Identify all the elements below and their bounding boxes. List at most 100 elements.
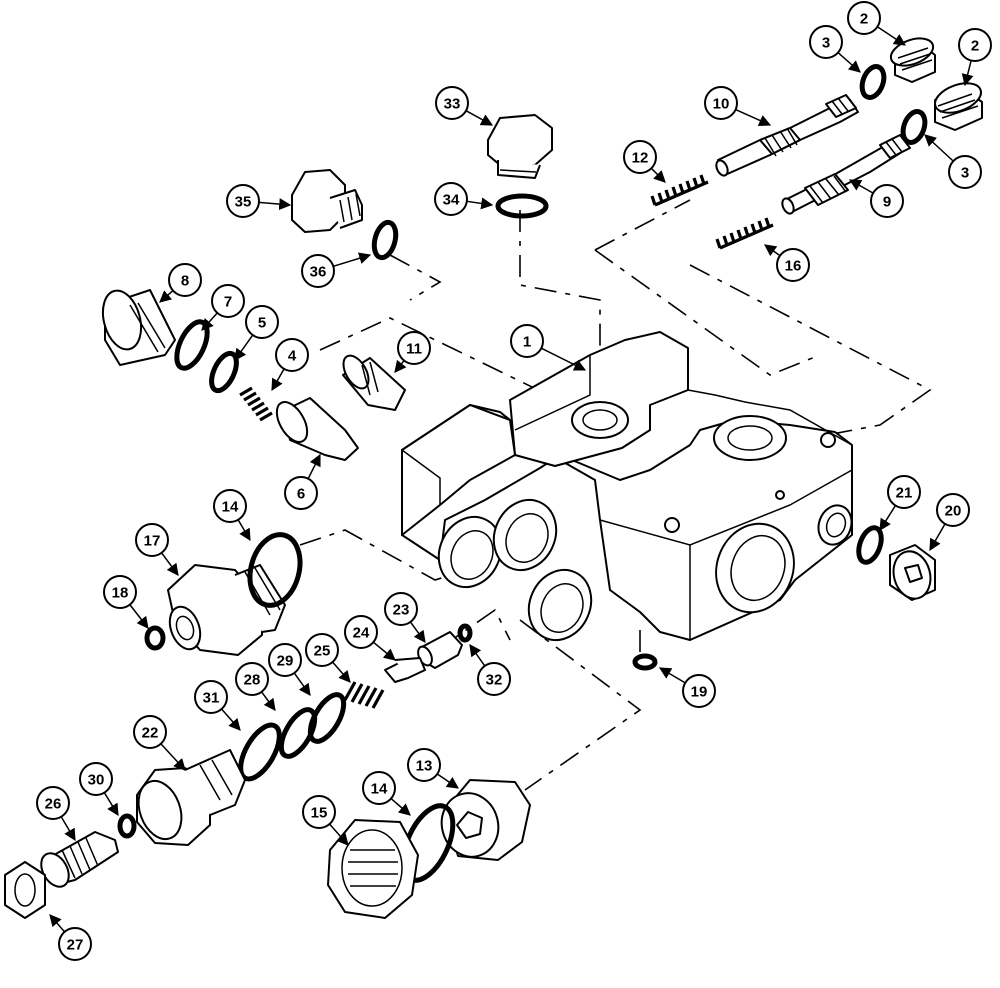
callout-leader-17	[160, 552, 179, 576]
callout-label-10: 10	[713, 96, 730, 113]
callout-leader-21	[879, 505, 897, 532]
callout-label-35: 35	[235, 194, 252, 211]
o-ring-34	[495, 193, 549, 219]
callout-label-20: 20	[945, 503, 962, 520]
screw-26	[40, 831, 119, 888]
callout-circle-33	[435, 86, 469, 120]
callout-leader-8	[159, 290, 174, 303]
guide-lines	[299, 199, 932, 791]
callout-label-18: 18	[112, 585, 129, 602]
callout-circle-30	[79, 762, 113, 796]
callout-label-25: 25	[314, 643, 331, 660]
callout-circle-4	[275, 338, 309, 372]
callout-label-12: 12	[632, 150, 649, 167]
callout-label-27: 27	[67, 937, 84, 954]
plug-2-upper	[889, 37, 936, 83]
callout-label-28: 28	[244, 672, 261, 689]
callout-circle-35	[226, 184, 260, 218]
pin-24	[384, 657, 426, 683]
callout-circle-14	[213, 489, 247, 523]
callout-leader-23	[409, 621, 426, 643]
callout-label-34: 34	[443, 192, 460, 209]
callout-circle-13	[407, 748, 441, 782]
callout-label-9: 9	[883, 194, 891, 211]
callout-label-16: 16	[785, 258, 802, 275]
callout-leader-28	[260, 691, 276, 711]
o-ring-18	[144, 625, 166, 651]
spring-12	[650, 174, 709, 207]
callout-leader-34	[466, 197, 494, 210]
callout-label-17: 17	[144, 533, 161, 550]
callout-label-15: 15	[311, 805, 328, 822]
callout-leader-31	[220, 708, 241, 731]
callout-leader-27	[49, 914, 66, 933]
callout-label-4: 4	[288, 348, 297, 365]
callout-label-31: 31	[203, 690, 220, 707]
o-ring-30	[117, 813, 137, 839]
callout-leader-35	[258, 198, 292, 211]
o-ring-36	[371, 219, 399, 261]
callout-circle-28	[235, 662, 269, 696]
callout-circle-8	[168, 263, 202, 297]
callout-label-2: 2	[971, 38, 979, 55]
callout-circle-3	[809, 25, 843, 59]
callout-leader-26	[60, 816, 76, 842]
callout-label-29: 29	[277, 653, 294, 670]
callout-circle-1	[510, 324, 544, 358]
callout-leader-9	[848, 179, 874, 194]
callout-label-36: 36	[310, 264, 327, 281]
callout-label-24: 24	[353, 625, 370, 642]
callout-leader-5	[234, 334, 254, 361]
spool-10	[715, 94, 859, 177]
callout-label-23: 23	[393, 602, 410, 619]
o-ring-3-upper	[859, 64, 887, 100]
callout-circle-25	[305, 633, 339, 667]
callout-leader-25	[331, 661, 351, 683]
spool-9	[781, 134, 911, 215]
callout-circle-34	[434, 182, 468, 216]
callout-circle-9	[870, 184, 904, 218]
callout-label-3: 3	[961, 165, 969, 182]
callout-circle-31	[194, 680, 228, 714]
callout-circle-15	[302, 795, 336, 829]
callout-leader-4	[271, 368, 285, 392]
callout-label-3: 3	[822, 35, 830, 52]
callout-circle-7	[211, 284, 245, 318]
callout-label-14: 14	[222, 499, 239, 516]
piston-6	[275, 397, 359, 461]
callout-leader-29	[293, 672, 311, 696]
callout-leader-16	[764, 244, 781, 257]
plug-35	[291, 169, 363, 233]
callout-leader-2	[876, 26, 907, 46]
o-ring-19	[632, 653, 658, 671]
callout-circle-19	[682, 674, 716, 708]
callout-leader-19	[658, 667, 686, 684]
callout-leader-36	[333, 252, 372, 268]
callout-leader-6	[307, 453, 321, 480]
callout-label-19: 19	[691, 684, 708, 701]
callout-label-2: 2	[860, 11, 868, 28]
fitting-17	[167, 564, 286, 656]
callout-circle-29	[268, 643, 302, 677]
callout-label-11: 11	[406, 341, 422, 358]
sleeve-8	[101, 289, 176, 366]
callout-label-1: 1	[523, 334, 531, 351]
callout-circle-23	[384, 592, 418, 626]
callout-circle-10	[704, 86, 738, 120]
callout-label-7: 7	[224, 294, 232, 311]
o-ring-21	[856, 525, 884, 565]
callout-label-6: 6	[297, 486, 305, 503]
o-ring-7	[174, 319, 210, 371]
fitting-22	[136, 749, 246, 846]
nut-15	[327, 819, 419, 919]
callout-label-21: 21	[896, 485, 913, 502]
callout-circle-24	[344, 615, 378, 649]
callout-circle-17	[135, 523, 169, 557]
plug-11	[342, 354, 406, 411]
callout-label-30: 30	[88, 772, 105, 789]
callout-leader-22	[160, 743, 186, 771]
callout-leader-24	[372, 641, 396, 661]
plug-33	[487, 114, 553, 179]
